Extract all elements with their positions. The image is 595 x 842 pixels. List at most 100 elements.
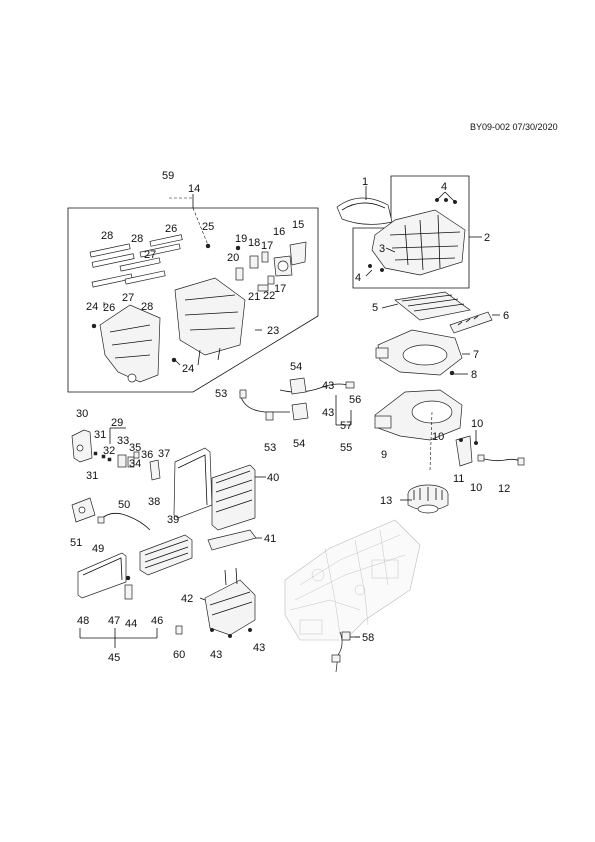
callout-26: 26 <box>165 223 177 235</box>
callout-18: 18 <box>248 237 260 249</box>
callout-27: 27 <box>144 249 156 261</box>
callout-59: 59 <box>162 170 174 182</box>
callout-8: 8 <box>471 369 477 381</box>
callout-32: 32 <box>103 445 115 457</box>
callout-26: 26 <box>103 302 115 314</box>
reference-code: BY09-002 07/30/2020 <box>470 122 558 132</box>
callout-4: 4 <box>441 181 447 193</box>
callout-29: 29 <box>111 417 123 429</box>
callout-48: 48 <box>77 615 89 627</box>
callout-43: 43 <box>253 642 265 654</box>
callout-22: 22 <box>263 290 275 302</box>
callout-25: 25 <box>202 221 214 233</box>
callout-21: 21 <box>248 291 260 303</box>
callout-47: 47 <box>108 615 120 627</box>
callout-43: 43 <box>322 407 334 419</box>
callout-20: 20 <box>227 252 239 264</box>
callout-11: 11 <box>453 473 464 485</box>
callout-labels: 1 2 3 4 4 5 6 7 8 9 10 10 10 11 12 13 14… <box>70 170 510 664</box>
callout-36: 36 <box>141 449 153 461</box>
callout-43: 43 <box>210 649 222 661</box>
callout-10: 10 <box>471 418 483 430</box>
actuator-assembly-53-57 <box>239 377 355 426</box>
callout-53: 53 <box>215 388 227 400</box>
callout-5: 5 <box>372 302 378 314</box>
callout-10: 10 <box>470 482 482 494</box>
part-12-harness <box>477 454 525 466</box>
callout-6: 6 <box>503 310 509 322</box>
part-40-evaporator <box>211 464 256 531</box>
part-48-heater-seal <box>77 552 127 599</box>
callout-39: 39 <box>167 514 179 526</box>
callout-54: 54 <box>293 438 305 450</box>
callout-30: 30 <box>76 408 88 420</box>
part-9-blower-housing <box>374 389 463 471</box>
callout-1: 1 <box>362 176 368 188</box>
callout-43: 43 <box>322 380 334 392</box>
callout-16: 16 <box>273 226 285 238</box>
callout-31: 31 <box>94 429 106 441</box>
callout-37: 37 <box>158 448 170 460</box>
callout-19: 19 <box>235 233 247 245</box>
callout-12: 12 <box>498 483 510 495</box>
callout-24: 24 <box>86 301 98 313</box>
callout-45: 45 <box>108 652 120 664</box>
callout-54: 54 <box>290 361 302 373</box>
callout-51: 51 <box>70 537 82 549</box>
part-51-bracket <box>71 497 96 523</box>
callout-28: 28 <box>131 233 143 245</box>
callout-15: 15 <box>292 219 304 231</box>
callout-13: 13 <box>380 495 392 507</box>
callout-3: 3 <box>379 243 385 255</box>
callout-55: 55 <box>340 442 352 454</box>
part-5-cabin-filter <box>394 291 471 321</box>
part-49-pipe <box>97 512 151 531</box>
hvac-assembly-ghost <box>284 519 421 641</box>
part-42-lower-case <box>204 567 256 639</box>
callout-53: 53 <box>264 442 276 454</box>
callout-10: 10 <box>432 431 444 443</box>
callout-38: 38 <box>148 496 160 508</box>
part-44-clip <box>124 575 133 600</box>
callout-31: 31 <box>86 470 98 482</box>
callout-9: 9 <box>381 449 387 461</box>
callout-35: 35 <box>129 442 141 454</box>
callout-7: 7 <box>473 349 479 361</box>
callout-58: 58 <box>362 632 374 644</box>
part-39-seal <box>173 447 213 519</box>
part-6-filter-cover <box>449 311 493 334</box>
callout-24: 24 <box>182 363 194 375</box>
callout-46: 46 <box>151 615 163 627</box>
callout-41: 41 <box>264 533 276 545</box>
part-11-resistor <box>455 435 479 467</box>
callout-50: 50 <box>118 499 130 511</box>
callout-57: 57 <box>340 420 352 432</box>
callout-60: 60 <box>173 649 185 661</box>
callout-2: 2 <box>484 232 490 244</box>
callout-23: 23 <box>267 325 279 337</box>
group-14-box <box>67 194 319 393</box>
part-46-heater-core <box>139 534 193 576</box>
callout-44: 44 <box>125 618 137 630</box>
callout-33: 33 <box>117 435 129 447</box>
part-13-blower-motor <box>407 484 449 514</box>
callout-34: 34 <box>129 458 141 470</box>
callout-56: 56 <box>349 394 361 406</box>
part-7-blower-case <box>375 329 463 376</box>
group-29-38 <box>71 427 161 481</box>
callout-42: 42 <box>181 593 193 605</box>
callout-27: 27 <box>122 292 134 304</box>
callout-28: 28 <box>141 301 153 313</box>
leader-lines <box>103 186 500 638</box>
callout-40: 40 <box>267 472 279 484</box>
callout-28: 28 <box>101 230 113 242</box>
group-2-box <box>336 175 482 289</box>
part-41-evaporator-seal <box>207 529 257 551</box>
callout-17: 17 <box>261 240 273 252</box>
part-60-grommet <box>175 625 183 635</box>
callout-49: 49 <box>92 543 104 555</box>
callout-17: 17 <box>274 283 286 295</box>
callout-14: 14 <box>188 183 200 195</box>
